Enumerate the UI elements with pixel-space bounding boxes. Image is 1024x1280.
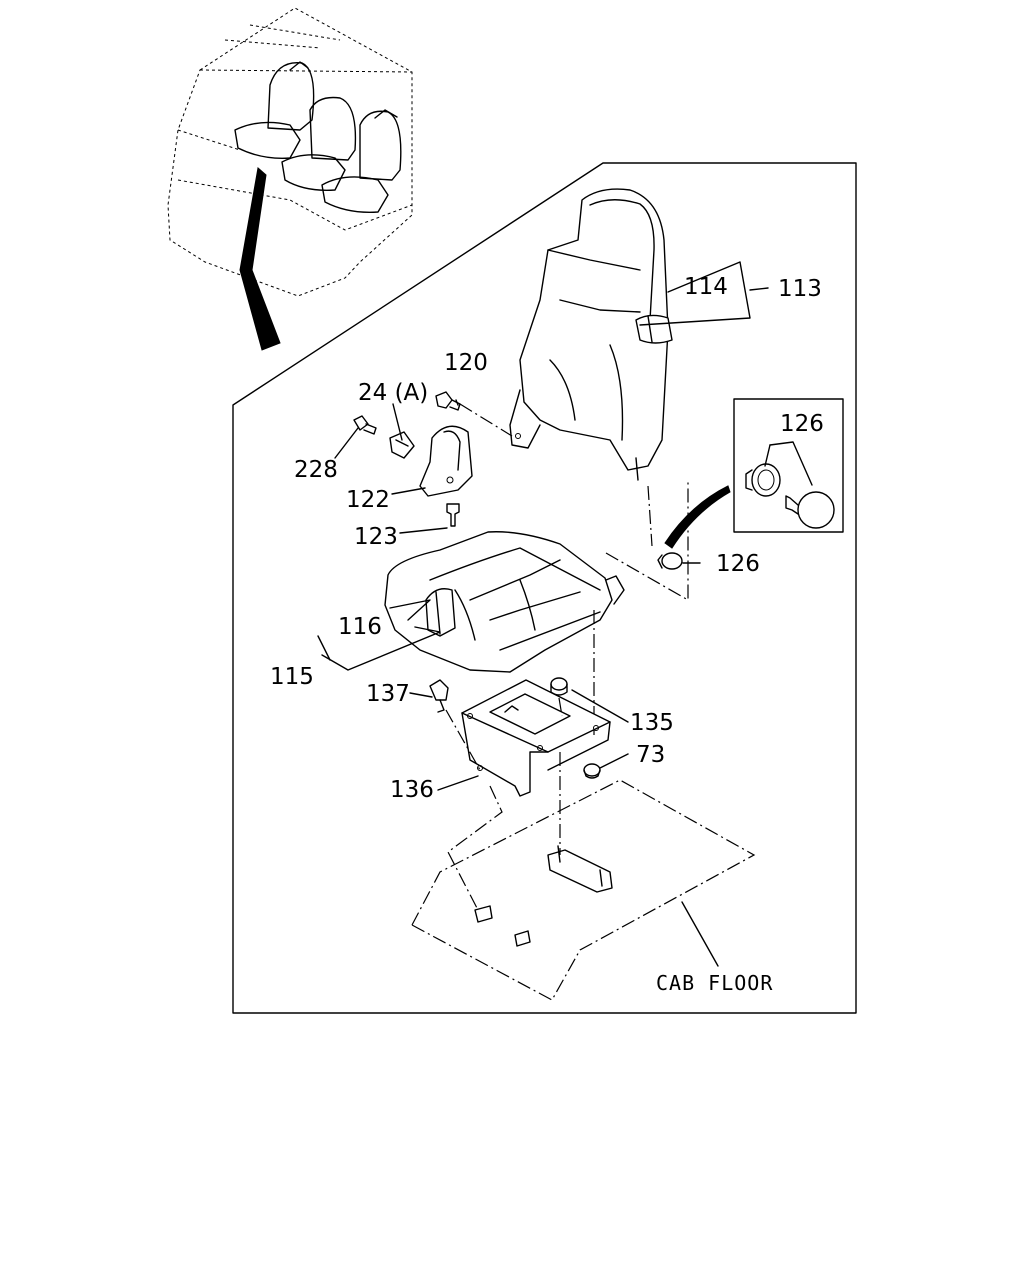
callout-labels: 113 114 120 24 (A) 228 122 123 126 126 1…	[270, 274, 824, 995]
seat-cushion-part	[384, 531, 625, 735]
callout-122: 122	[346, 487, 390, 513]
callout-126-inset: 126	[780, 411, 824, 437]
leader-lines	[317, 261, 769, 791]
cab-overview-illustration	[167, 7, 413, 351]
callout-24a: 24 (A)	[358, 380, 428, 406]
callout-114: 114	[684, 274, 728, 300]
callout-116: 116	[338, 614, 382, 640]
callout-135: 135	[630, 710, 674, 736]
inset-button-detail	[664, 398, 844, 549]
callout-73: 73	[636, 742, 665, 768]
callout-113: 113	[778, 276, 822, 302]
callout-228: 228	[294, 457, 338, 483]
seat-bracket-part	[429, 677, 611, 911]
callout-123: 123	[354, 524, 398, 550]
detail-frame	[232, 162, 857, 1014]
callout-137: 137	[366, 681, 410, 707]
callout-120: 120	[444, 350, 488, 376]
seat-back-part	[509, 188, 673, 481]
callout-115: 115	[270, 664, 314, 690]
cab-floor-caption: CAB FLOOR	[656, 971, 773, 995]
callout-136: 136	[390, 777, 434, 803]
armrest-bracket-part	[353, 391, 513, 527]
cab-floor-part	[411, 779, 756, 1001]
callout-126: 126	[716, 551, 760, 577]
button-126-part	[605, 480, 689, 602]
